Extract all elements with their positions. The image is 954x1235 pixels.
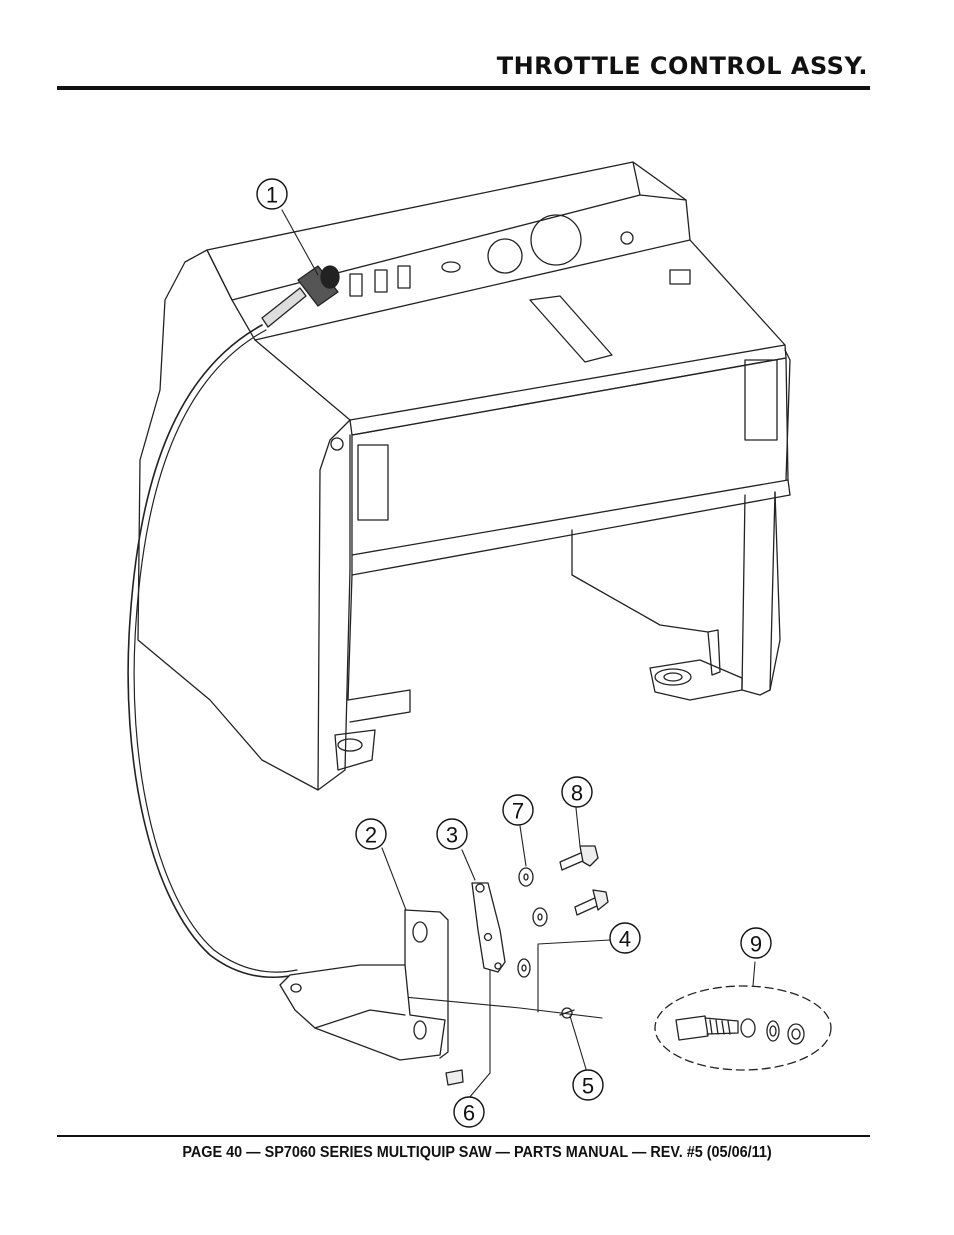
page-footer: PAGE 40 — SP7060 SERIES MULTIQUIP SAW — …: [182, 1144, 772, 1161]
washers: [517, 867, 548, 978]
callout-2: 2: [355, 818, 387, 850]
callout-5: 5: [572, 1069, 604, 1101]
saw-frame-housing: [137, 161, 791, 791]
svg-text:2: 2: [365, 823, 377, 848]
callout-9: 9: [740, 927, 772, 959]
svg-text:1: 1: [266, 183, 278, 208]
callout-1: 1: [256, 178, 288, 210]
svg-text:6: 6: [463, 1101, 475, 1126]
svg-text:4: 4: [619, 927, 631, 952]
hex-bolts: [559, 845, 609, 916]
callout-7: 7: [502, 794, 534, 826]
throttle-cable-assembly: [127, 265, 603, 1019]
svg-text:5: 5: [582, 1074, 594, 1099]
page-title: THROTTLE CONTROL ASSY.: [496, 52, 868, 80]
svg-text:8: 8: [571, 781, 583, 806]
cable-end-fitting-detail: [654, 985, 832, 1071]
callout-4: 4: [609, 922, 641, 954]
callout-leaders: [281, 209, 756, 1099]
throttle-lever: [471, 882, 506, 973]
svg-text:9: 9: [750, 932, 762, 957]
header-rule: [57, 86, 870, 90]
throttle-bracket: [279, 909, 449, 1061]
callout-8: 8: [561, 776, 593, 808]
socket-screw-and-nut: [445, 1007, 575, 1086]
svg-text:3: 3: [446, 823, 458, 848]
svg-text:7: 7: [512, 799, 524, 824]
callout-6: 6: [453, 1096, 485, 1128]
footer-rule: [57, 1135, 870, 1137]
callout-3: 3: [436, 818, 468, 850]
